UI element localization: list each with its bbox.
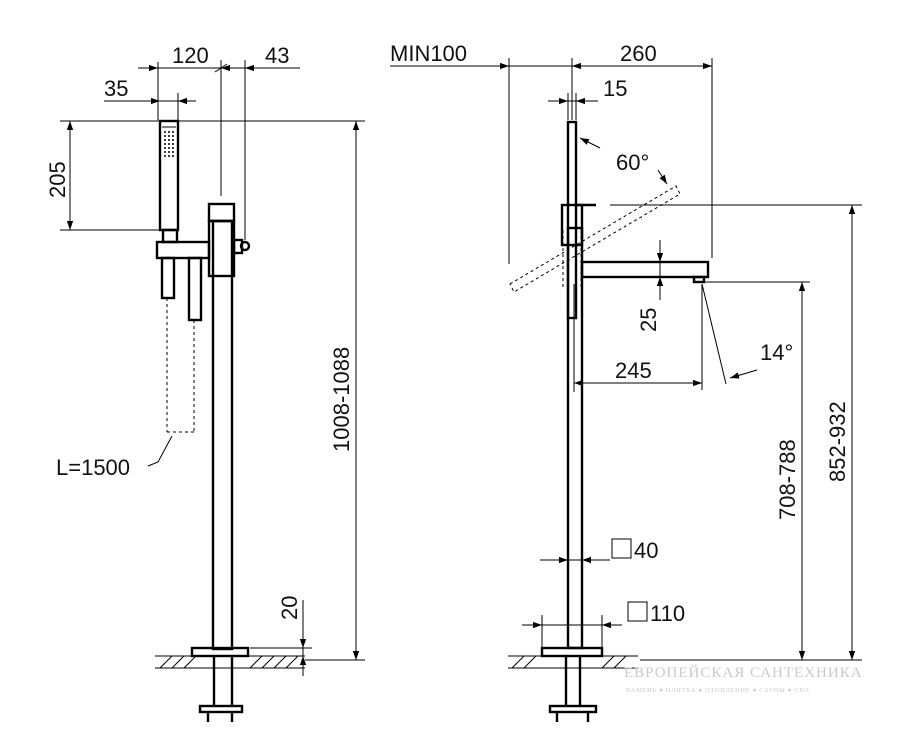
- dim-floor-gap: 20: [277, 596, 302, 620]
- right-spout: [580, 260, 710, 284]
- left-floor: [155, 655, 305, 669]
- square-symbol-110: [627, 601, 648, 622]
- dim-top-offset: 43: [265, 43, 289, 68]
- watermark-subtitle: КАМЕНЬ ● ПЛИТКА ● ОТОПЛЕНИЕ ● САУНЫ ● СП…: [626, 687, 810, 694]
- square-symbol-40: [611, 538, 632, 559]
- left-column: [190, 219, 250, 722]
- dim-handshower-diameter: 35: [104, 76, 128, 101]
- angle-handle: 60°: [616, 150, 649, 175]
- right-view: MIN100 260 15 60° 25 245 14° 708-788 852…: [390, 41, 862, 722]
- hand-shower-nozzles: [164, 131, 174, 157]
- dim-outlet-height: 708-788: [775, 439, 800, 520]
- dim-spout-height: 852-932: [825, 401, 850, 482]
- right-column: [540, 226, 604, 722]
- dim-spout-thickness: 25: [636, 308, 661, 332]
- angle-spout: 14°: [760, 340, 793, 365]
- left-hand-shower: [158, 119, 180, 232]
- dim-spout-length: 245: [615, 358, 652, 383]
- right-dimensions: [390, 58, 862, 661]
- dim-total-height: 1008-1088: [329, 347, 354, 452]
- dim-base-square: 110: [650, 601, 685, 626]
- dim-top-width: 120: [172, 43, 209, 68]
- hose-length-label: L=1500: [56, 455, 130, 480]
- right-floor: [508, 655, 638, 669]
- left-view: 120 43 35 205 1008-1088 20 L=1500: [45, 43, 365, 722]
- dim-handshower-height: 205: [45, 161, 70, 198]
- dim-spout-reach: 260: [620, 41, 657, 66]
- right-mixer-body: [560, 120, 596, 320]
- dim-column-gap: 15: [603, 76, 627, 101]
- left-dimensions: [60, 60, 365, 676]
- left-shower-holder: [155, 228, 211, 322]
- watermark-title: ЕВРОПЕЙСКАЯ САНТЕХНИКА: [624, 664, 863, 681]
- left-mixer-body: [207, 202, 251, 278]
- dim-min-clearance: MIN100: [390, 41, 467, 66]
- right-handle-rotated: [509, 185, 681, 293]
- left-hose: [147, 298, 195, 467]
- dim-column-square: 40: [634, 538, 658, 563]
